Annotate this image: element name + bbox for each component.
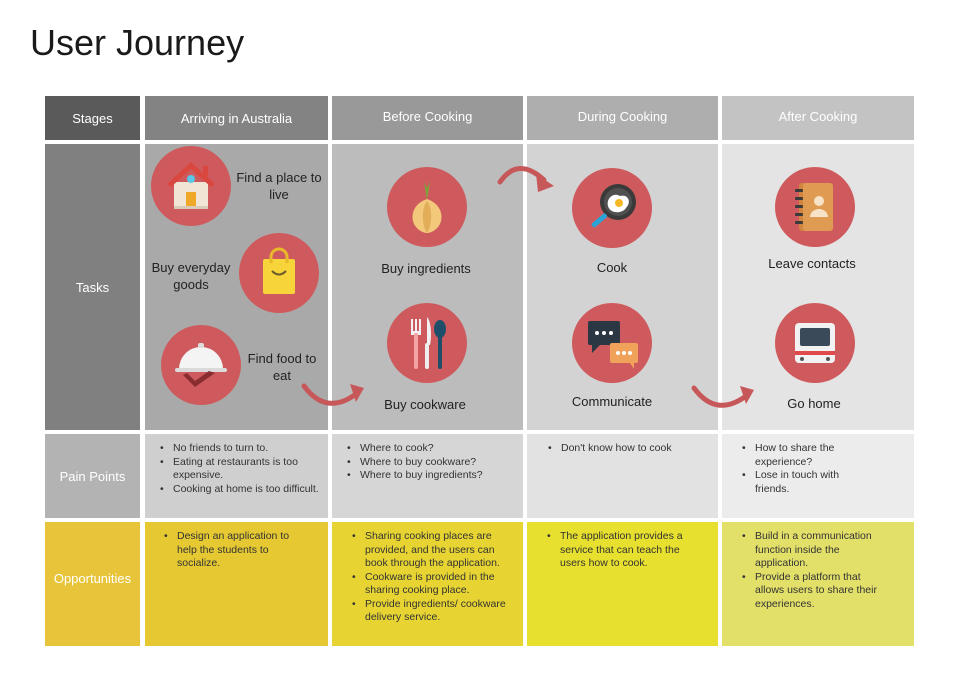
opp-item: Build in a communication function inside… (742, 530, 890, 571)
onion-icon (387, 167, 467, 247)
pain-item: Eating at restaurants is too expensive. (160, 456, 328, 483)
curved-arrow-icon (691, 385, 754, 408)
opp-cell-arriving: Design an application to help the studen… (145, 522, 328, 646)
pain-item: Where to buy cookware? (347, 456, 509, 470)
pain-list: Don't know how to cook (527, 442, 718, 456)
stage-header-after: After Cooking (722, 96, 914, 140)
opp-cell-during: The application provides a service that … (527, 522, 718, 646)
task-label-find-place: Find a place to live (236, 170, 322, 202)
opp-list: Build in a communication function inside… (722, 530, 914, 611)
opp-item: Provide a platform that allows users to … (742, 571, 890, 612)
task-label-buy-cookware: Buy cookware (384, 397, 466, 412)
task-label-go-home: Go home (787, 396, 841, 411)
opp-cell-after: Build in a communication function inside… (722, 522, 914, 646)
house-icon (151, 146, 231, 226)
opportunities-row-label: Opportunities (45, 522, 140, 646)
stage-header-arriving: Arriving in Australia (145, 96, 328, 140)
task-label-communicate: Communicate (571, 394, 653, 409)
pain-item: No friends to turn to. (160, 442, 328, 456)
opp-item: Cookware is provided in the sharing cook… (352, 571, 509, 598)
stage-header-during: During Cooking (527, 96, 718, 140)
opp-list: Design an application to help the studen… (145, 530, 328, 571)
pain-item: Cooking at home is too difficult. (160, 483, 328, 497)
opp-item: Provide ingredients/ cookware delivery s… (352, 598, 509, 625)
pain-cell-during: Don't know how to cook (527, 434, 718, 518)
task-label-cook: Cook (596, 260, 628, 275)
pain-item: Where to buy ingredients? (347, 469, 509, 483)
task-label-buy-goods: Buy everyday goods (151, 260, 231, 292)
stage-label: During Cooking (577, 108, 668, 124)
opp-item: The application provides a service that … (547, 530, 696, 571)
stage-label: After Cooking (778, 108, 858, 124)
address-book-icon (775, 167, 855, 247)
pain-item: Lose in touch with friends. (742, 469, 874, 496)
opp-list: Sharing cooking places are provided, and… (332, 530, 523, 625)
task-label-find-food: Find food to eat (247, 351, 317, 383)
pain-points-label: Pain Points (59, 468, 126, 484)
pain-item: How to share the experience? (742, 442, 874, 469)
stage-label: Arriving in Australia (180, 110, 293, 126)
curved-arrow-icon (301, 383, 364, 406)
chat-bubbles-icon (572, 303, 652, 383)
stage-label: Before Cooking (382, 108, 473, 124)
pain-item: Don't know how to cook (548, 442, 718, 456)
tasks-row-label: Tasks (45, 144, 140, 430)
opp-cell-before: Sharing cooking places are provided, and… (332, 522, 523, 646)
pain-list: No friends to turn to. Eating at restaur… (145, 442, 328, 496)
tasks-label: Tasks (75, 279, 110, 295)
stage-header-before: Before Cooking (332, 96, 523, 140)
pain-cell-before: Where to cook? Where to buy cookware? Wh… (332, 434, 523, 518)
page-title: User Journey (30, 22, 245, 63)
stages-header-label: Stages (72, 110, 113, 126)
stages-header: Stages (45, 96, 140, 140)
frying-pan-icon (572, 168, 652, 248)
task-label-buy-ingredients: Buy ingredients (381, 261, 471, 276)
pain-list: Where to cook? Where to buy cookware? Wh… (332, 442, 523, 483)
opportunities-label: Opportunities (53, 570, 132, 586)
task-label-leave-contacts: Leave contacts (768, 256, 856, 271)
pain-points-row-label: Pain Points (45, 434, 140, 518)
opp-list: The application provides a service that … (527, 530, 718, 571)
shopping-bag-icon (239, 233, 319, 313)
train-icon (775, 303, 855, 383)
pain-cell-after: How to share the experience? Lose in tou… (722, 434, 914, 518)
cutlery-icon (387, 303, 467, 383)
opp-item: Sharing cooking places are provided, and… (352, 530, 509, 571)
food-cloche-icon (161, 325, 241, 405)
pain-cell-arriving: No friends to turn to. Eating at restaur… (145, 434, 328, 518)
opp-item: Design an application to help the studen… (164, 530, 298, 571)
pain-list: How to share the experience? Lose in tou… (722, 442, 914, 496)
pain-item: Where to cook? (347, 442, 509, 456)
curved-arrow-icon (497, 166, 554, 192)
